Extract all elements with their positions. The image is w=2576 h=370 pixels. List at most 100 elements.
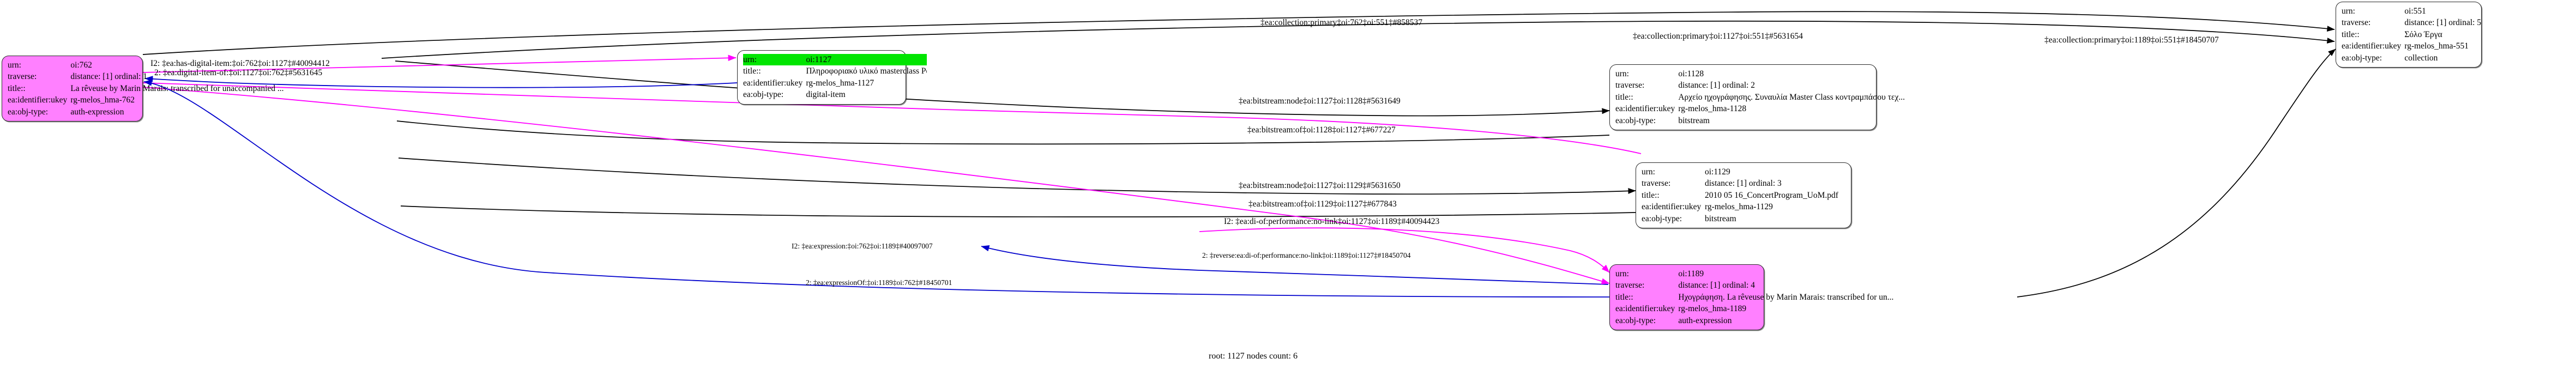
node-row: ea:obj-type: bitstream <box>1642 213 1838 225</box>
node-row: traverse: distance: [1] ordinal: 1 <box>8 71 284 82</box>
field-key: ea:obj-type: <box>2342 53 2382 63</box>
edge-label-bitstream-node-1127-1129: ‡ea:bitstream:node‡oi:1127‡oi:1129‡#5631… <box>1239 181 1401 190</box>
field-value: Πληροφοριακό υλικό masterclass Petia Bag… <box>806 66 927 76</box>
node-fields-table: urn: oi:1128 traverse: distance: [1] ord… <box>1615 68 1905 126</box>
edge-collection-primary-1189-551 <box>2017 48 2336 298</box>
field-value: oi:1189 <box>1678 269 1704 278</box>
edge-label-bitstream-node-1127-1128: ‡ea:bitstream:node‡oi:1127‡oi:1128‡#5631… <box>1239 96 1401 106</box>
field-key: title:: <box>8 83 26 93</box>
node-oi-1129[interactable]: urn: oi:1129 traverse: distance: [1] ord… <box>1636 162 1851 228</box>
field-key: title:: <box>2342 29 2360 39</box>
node-row: urn: oi:762 <box>8 59 284 71</box>
field-value: oi:762 <box>70 60 92 70</box>
field-value: rg-melos_hma-551 <box>2404 41 2469 51</box>
field-value: rg-melos_hma-1189 <box>1678 304 1747 314</box>
edge-label-collection-primary-1127-551: ‡ea:collection:primary‡oi:1127‡oi:551‡#5… <box>1633 32 1803 41</box>
node-row: ea:identifier:ukey rg-melos_hma-1127 <box>743 77 927 89</box>
edge-label-digital-item-of-1127-762: 2: ‡ea:digital-item-of:‡oi:1127‡oi:762‡#… <box>154 68 323 77</box>
edge-bitstream-node-1127-1129 <box>398 157 1636 195</box>
node-row: ea:obj-type: collection <box>2342 52 2481 64</box>
field-value: digital-item <box>806 90 846 100</box>
field-key: ea:obj-type: <box>1642 214 1682 223</box>
field-key: ea:obj-type: <box>1615 116 1656 125</box>
node-fields-table: urn: oi:1189 traverse: distance: [1] ord… <box>1615 268 1893 326</box>
edge-label-di-of-performance-1127-1189: I2: ‡ea:di-of:performance:no-link‡oi:112… <box>1224 217 1440 226</box>
field-value: rg-melos_hma-1129 <box>1705 202 1773 212</box>
field-key: ea:identifier:ukey <box>8 95 68 105</box>
node-fields-table: urn: oi:1129 traverse: distance: [1] ord… <box>1642 166 1838 225</box>
node-row: ea:identifier:ukey rg-melos_hma-762 <box>8 94 284 106</box>
edge-label-has-digital-item-762-1127: I2: ‡ea:has-digital-item:‡oi:762‡oi:1127… <box>150 59 330 68</box>
field-key: ea:identifier:ukey <box>1615 304 1675 314</box>
field-value: oi:551 <box>2404 7 2426 16</box>
field-value: Αρχείο ηχογράφησης. Συναυλία Master Clas… <box>1678 92 1905 102</box>
node-row: title:: La rêveuse by Marin Marais: tran… <box>8 83 284 94</box>
field-key: ea:obj-type: <box>743 90 784 100</box>
edge-collection-primary-762-551 <box>142 11 2335 55</box>
field-value: oi:1128 <box>1678 69 1704 78</box>
edge-label-bitstream-of-1128-1127: ‡ea:bitstream:of‡oi:1128‡oi:1127‡#677227 <box>1247 125 1396 135</box>
edge-label-reverse-di-of-performance-1189-1127: 2: ‡reverse:ea:di-of:performance:no-link… <box>1202 251 1411 259</box>
field-value: distance: [1] ordinal: 5 <box>2404 18 2482 28</box>
node-fields-table: urn: oi:762 traverse: distance: [1] ordi… <box>8 59 284 118</box>
node-row: ea:identifier:ukey rg-melos_hma-551 <box>2342 40 2481 52</box>
node-row: ea:identifier:ukey rg-melos_hma-1129 <box>1642 201 1838 213</box>
field-value: rg-melos_hma-762 <box>70 95 135 105</box>
field-key: urn: <box>1642 167 1655 177</box>
field-value: auth-expression <box>70 107 124 117</box>
field-key: ea:identifier:ukey <box>2342 41 2402 51</box>
field-value: 2010 05 16_ConcertProgram_UoM.pdf <box>1705 190 1838 200</box>
node-row: title:: Σόλο Έργα <box>2342 29 2481 40</box>
node-oi-551[interactable]: urn: oi:551 traverse: distance: [1] ordi… <box>2336 2 2482 68</box>
node-row: title:: Αρχείο ηχογράφησης. Συναυλία Mas… <box>1615 92 1905 103</box>
node-row: title:: 2010 05 16_ConcertProgram_UoM.pd… <box>1642 190 1838 201</box>
edge-label-collection-primary-1189-551: ‡ea:collection:primary‡oi:1189‡oi:551‡#1… <box>2044 35 2219 45</box>
edge-bitstream-of-1128-1127 <box>396 120 1610 145</box>
field-key: urn: <box>2342 7 2355 16</box>
node-row: ea:obj-type: digital-item <box>743 89 927 100</box>
field-value: collection <box>2404 53 2438 63</box>
field-value: auth-expression <box>1678 316 1732 325</box>
node-row: urn: oi:1128 <box>1615 68 1905 80</box>
node-row: traverse: distance: [1] ordinal: 2 <box>1615 80 1905 91</box>
node-row: ea:obj-type: auth-expression <box>1615 315 1893 326</box>
field-value: rg-melos_hma-1128 <box>1678 104 1747 114</box>
edge-bitstream-of-1129-1127 <box>400 205 1636 217</box>
field-key: ea:obj-type: <box>8 107 49 117</box>
node-row: traverse: distance: [1] ordinal: 4 <box>1615 280 1893 291</box>
node-row: title:: Ηχογράφηση. La rêveuse by Marin … <box>1615 292 1893 303</box>
field-key: traverse: <box>1642 179 1671 189</box>
field-key: ea:identifier:ukey <box>1615 104 1675 114</box>
field-value: distance: [1] ordinal: 2 <box>1678 81 1755 90</box>
node-oi-1189[interactable]: urn: oi:1189 traverse: distance: [1] ord… <box>1609 264 1893 330</box>
node-row: ea:obj-type: auth-expression <box>8 106 284 118</box>
field-value: Σόλο Έργα <box>2404 29 2442 39</box>
field-key: title:: <box>1615 92 1633 102</box>
node-row: ea:identifier:ukey rg-melos_hma-1128 <box>1615 103 1905 114</box>
field-key: traverse: <box>8 72 37 82</box>
field-key: urn: <box>743 54 806 66</box>
field-key: title:: <box>743 66 761 76</box>
field-key: ea:identifier:ukey <box>1642 202 1702 212</box>
field-value: distance: [1] ordinal: 3 <box>1705 179 1782 189</box>
node-row-highlighted: urn: oi:1127 <box>743 54 927 66</box>
field-key: urn: <box>1615 269 1629 278</box>
graph-footer-caption: root: 1127 nodes count: 6 <box>1209 351 1298 361</box>
node-row: ea:identifier:ukey rg-melos_hma-1189 <box>1615 303 1893 314</box>
node-oi-1127[interactable]: urn: oi:1127 title:: Πληροφοριακό υλικό … <box>737 50 927 105</box>
field-key: urn: <box>8 60 21 70</box>
node-oi-762[interactable]: urn: oi:762 traverse: distance: [1] ordi… <box>2 56 284 122</box>
field-value: bitstream <box>1678 116 1710 125</box>
field-value: La rêveuse by Marin Marais: transcribed … <box>70 83 284 93</box>
edge-label-bitstream-of-1129-1127: ‡ea:bitstream:of‡oi:1129‡oi:1127‡#677843 <box>1248 199 1397 209</box>
field-value: bitstream <box>1705 214 1736 223</box>
node-oi-1128[interactable]: urn: oi:1128 traverse: distance: [1] ord… <box>1609 64 1905 130</box>
node-row: urn: oi:551 <box>2342 5 2481 17</box>
field-value: oi:1129 <box>1705 167 1730 177</box>
node-row: traverse: distance: [1] ordinal: 3 <box>1642 178 1838 189</box>
node-row: title:: Πληροφοριακό υλικό masterclass P… <box>743 65 927 77</box>
field-key: title:: <box>1615 292 1633 302</box>
node-fields-table: urn: oi:551 traverse: distance: [1] ordi… <box>2342 5 2481 64</box>
edge-label-expression-762-1189: I2: ‡ea:expression:‡oi:762‡oi:1189‡#4009… <box>792 242 933 250</box>
